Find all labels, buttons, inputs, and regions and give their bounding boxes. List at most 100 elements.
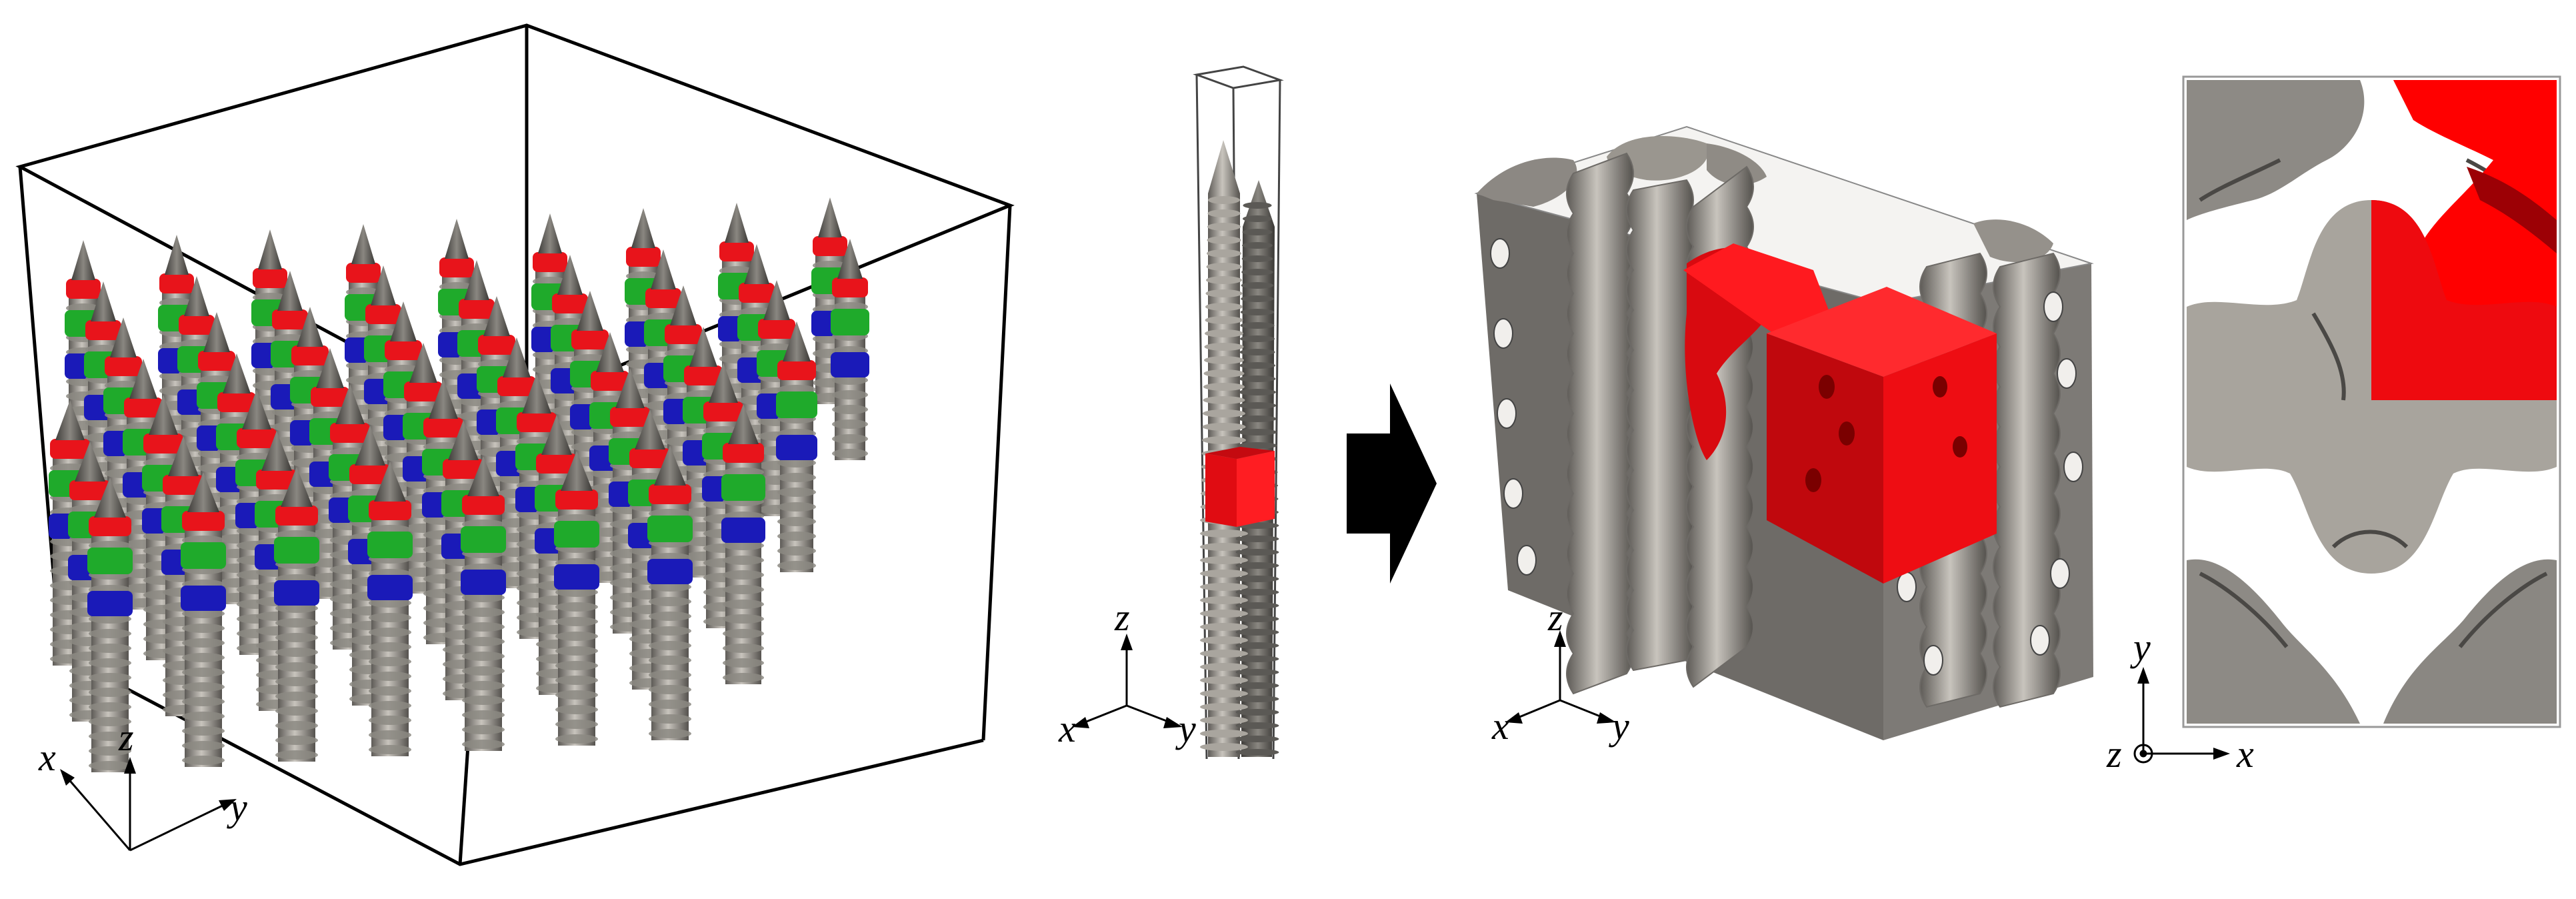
domain-box-panel: z x y (15, 23, 1015, 866)
tip-band (163, 475, 204, 495)
tip-band (105, 356, 142, 376)
tip-band (275, 506, 318, 526)
tip-band (703, 401, 743, 421)
tip-band (497, 376, 536, 396)
lower-band (831, 352, 869, 377)
lower-band (461, 570, 506, 595)
tip-band (346, 263, 381, 283)
lower-band (181, 586, 226, 611)
spike (776, 321, 817, 572)
cross-section-highlight (2371, 80, 2557, 400)
cross-section-panel: y x z (2106, 75, 2561, 776)
tip-band (124, 397, 163, 417)
single-column-panel: z x y (1058, 65, 1284, 760)
tip-band (552, 293, 588, 313)
tip-band (217, 392, 256, 412)
unit-cell-z-label: z (1547, 596, 1563, 639)
tip-band (198, 351, 235, 371)
tip-band (143, 433, 183, 454)
unit-cell-y-label: y (1609, 704, 1629, 748)
tip-band (533, 252, 567, 272)
tip-band (365, 304, 401, 324)
z-axis-label: z (118, 716, 134, 759)
cross-section-y-label: y (2130, 626, 2151, 669)
tip-band (179, 315, 215, 335)
spike (274, 467, 319, 762)
lower-band (647, 559, 693, 584)
cross-section-z-label: z (2106, 732, 2122, 776)
spike (647, 445, 693, 740)
tip-band (89, 516, 131, 536)
middle-band (776, 391, 817, 418)
lower-band (274, 580, 319, 606)
tip-band (50, 439, 90, 459)
tip-band (443, 459, 484, 479)
x-axis-label: x (38, 736, 56, 779)
spike (461, 456, 506, 751)
tip-band (311, 387, 349, 407)
right-arrow-icon (1347, 383, 1437, 584)
tip-band (69, 480, 111, 500)
tip-band (832, 277, 868, 297)
y-axis-label: y (227, 786, 247, 829)
tip-band (237, 428, 277, 448)
tip-band (626, 247, 661, 267)
tip-band (591, 371, 629, 391)
tip-band (739, 283, 775, 303)
middle-band (367, 532, 413, 558)
tip-band (684, 365, 723, 385)
tip-band (459, 299, 495, 319)
tip-band (719, 241, 754, 261)
tip-band (159, 273, 194, 293)
column-z-label: z (1114, 596, 1130, 639)
spike (554, 451, 599, 746)
spike (831, 239, 869, 460)
tip-band (66, 279, 101, 299)
tip-band (665, 324, 702, 344)
tip-band (385, 340, 422, 360)
tip-band (369, 500, 411, 520)
tip-band (291, 345, 329, 365)
middle-band (181, 542, 226, 569)
tip-band (645, 288, 681, 308)
unit-cell-highlight (1683, 243, 1997, 584)
column-highlight-band (1205, 447, 1275, 527)
tip-band (423, 417, 463, 437)
tip-band (349, 464, 391, 484)
tip-band (272, 309, 308, 329)
middle-band (274, 537, 319, 564)
tip-band (777, 360, 816, 380)
cross-section-x-label: x (2236, 732, 2254, 776)
tip-band (404, 381, 443, 401)
domain-box-axes (60, 757, 237, 852)
middle-band (461, 526, 506, 553)
tip-band (813, 236, 847, 256)
lower-band (87, 591, 133, 616)
tip-band (555, 490, 598, 510)
tip-band (723, 443, 764, 463)
tip-band (439, 257, 474, 277)
column-x-label: x (1058, 707, 1076, 750)
middle-band (87, 548, 133, 574)
middle-band (647, 516, 693, 542)
tip-band (330, 423, 370, 443)
spike (87, 478, 133, 772)
unit-cell-panel: z x y (1474, 125, 2094, 748)
unit-cell-axes (1505, 630, 1616, 724)
column-y-label: y (1175, 707, 1196, 750)
tip-band (462, 495, 505, 515)
spike (181, 472, 226, 767)
tip-band (517, 412, 557, 432)
spike (721, 404, 765, 684)
tip-band (478, 335, 515, 355)
unit-cell-face-holes (1490, 238, 2083, 676)
tip-band (256, 470, 297, 490)
tip-band (610, 407, 650, 427)
middle-band (721, 474, 765, 501)
tip-band (182, 511, 225, 531)
tip-band (649, 484, 691, 504)
tip-band (85, 320, 121, 340)
tip-band (758, 319, 795, 339)
column-axes (1072, 634, 1183, 728)
